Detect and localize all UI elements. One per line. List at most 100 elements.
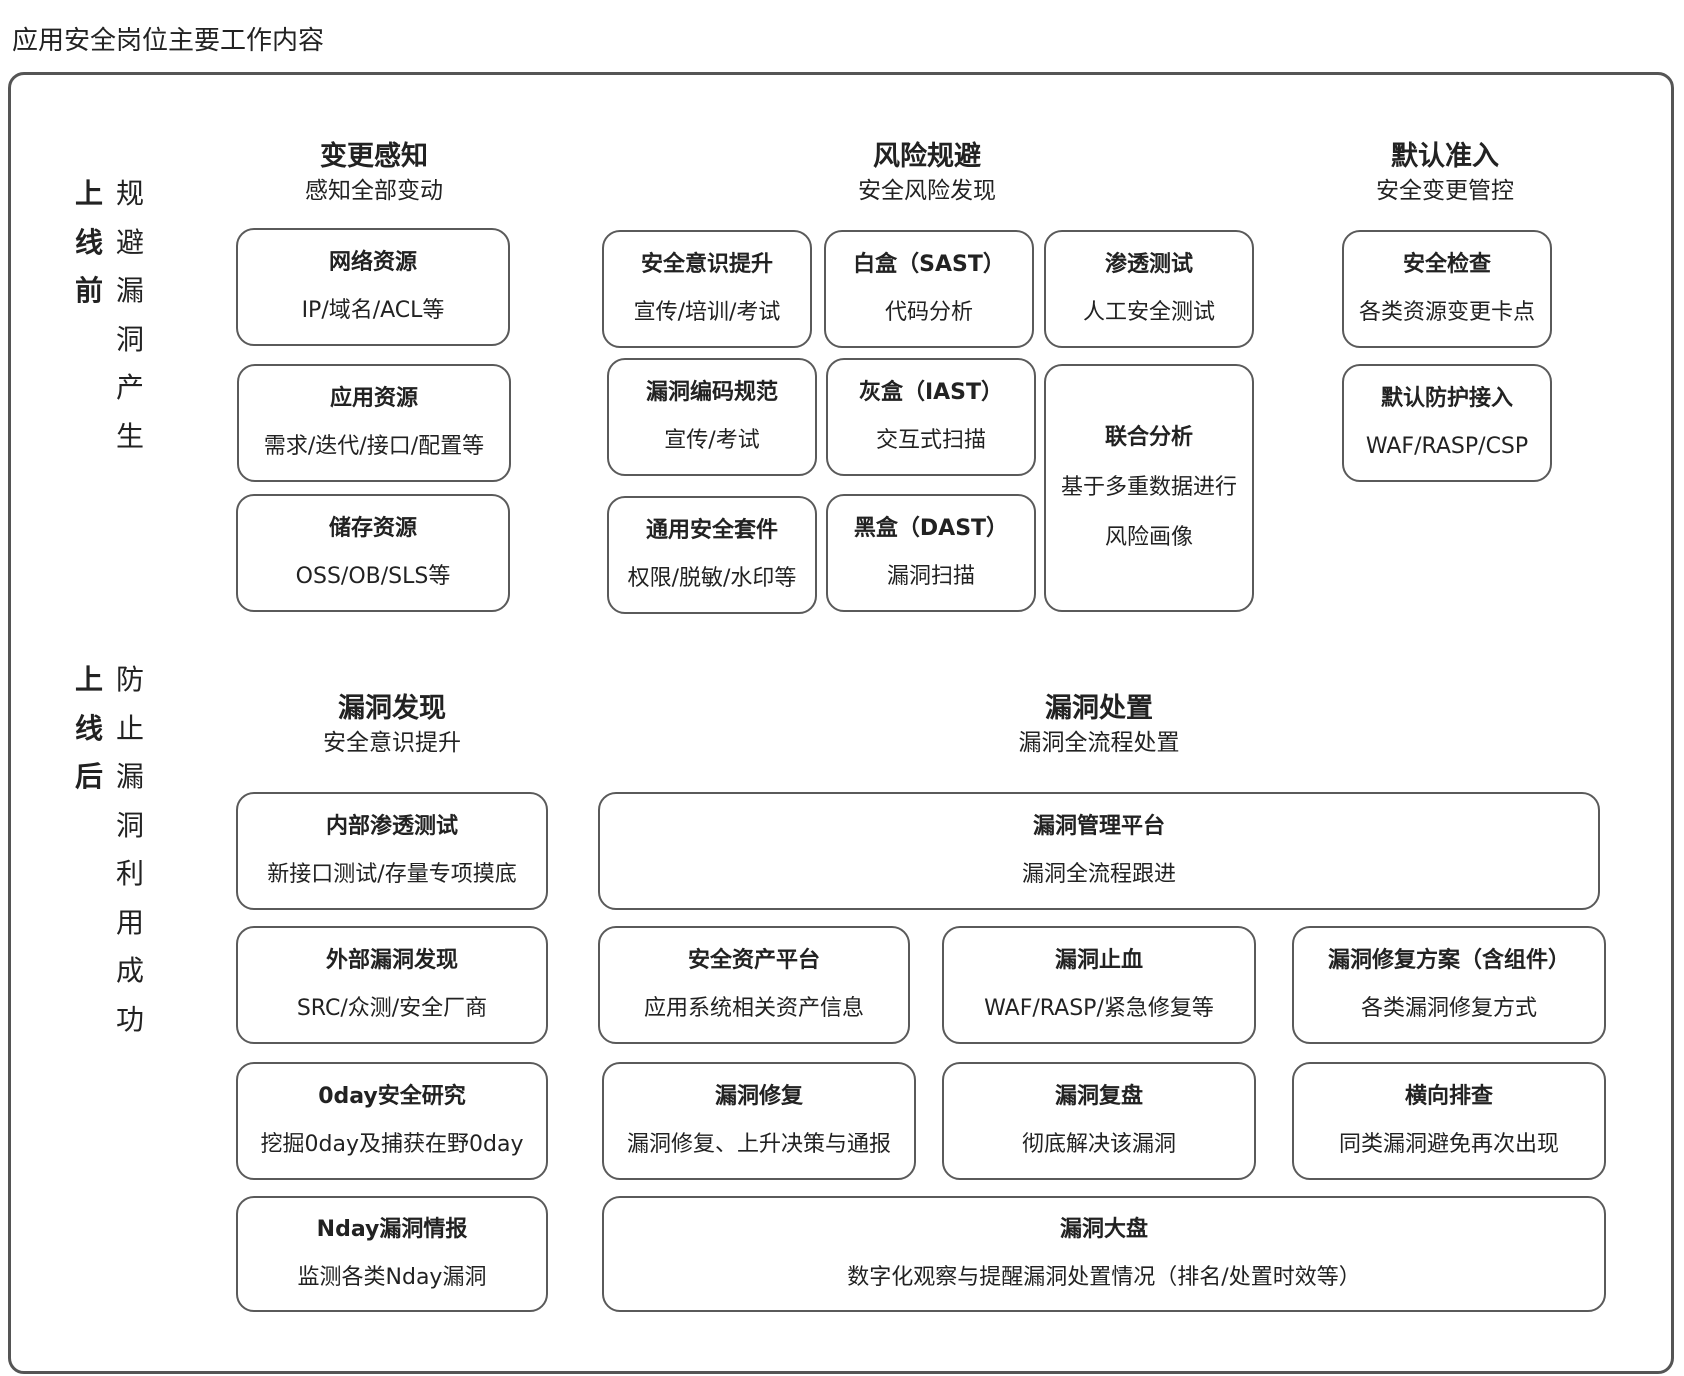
card-title: 漏洞修复方案（含组件）: [1327, 948, 1570, 973]
item-card: 外部漏洞发现 SRC/众测/安全厂商: [236, 926, 548, 1044]
label-char: 成: [116, 954, 145, 987]
card-desc: 宣传/考试: [664, 428, 760, 453]
item-card: 储存资源 OSS/OB/SLS等: [236, 494, 510, 612]
card-title: 储存资源: [328, 516, 417, 541]
section-subtitle: 安全风险发现: [858, 178, 996, 204]
card-title: 漏洞大盘: [1059, 1217, 1148, 1242]
card-desc: OSS/OB/SLS等: [295, 564, 451, 589]
card-title: 通用安全套件: [645, 518, 778, 543]
label-char: 线: [75, 225, 104, 259]
card-desc: 各类漏洞修复方式: [1360, 996, 1537, 1021]
page-title: 应用安全岗位主要工作内容: [12, 26, 325, 56]
label-char: 止: [116, 711, 145, 745]
card-title: 外部漏洞发现: [325, 948, 458, 973]
section-subtitle: 漏洞全流程处置: [1018, 730, 1180, 756]
label-char: 上: [75, 177, 104, 210]
post-launch-label: 上 线 后: [75, 656, 103, 802]
label-char: 线: [75, 711, 104, 745]
card-desc: 彻底解决该漏洞: [1021, 1132, 1176, 1157]
item-card: 漏洞复盘 彻底解决该漏洞: [942, 1062, 1256, 1180]
section-heading: 默认准入 安全变更管控: [1340, 140, 1550, 208]
section-title: 默认准入: [1391, 141, 1499, 172]
card-title: 默认防护接入: [1380, 386, 1513, 411]
card-desc: WAF/RASP/CSP: [1365, 434, 1529, 459]
section-subtitle: 安全意识提升: [323, 730, 461, 756]
card-desc: SRC/众测/安全厂商: [296, 996, 488, 1021]
item-card: 0day安全研究 挖掘0day及捕获在野0day: [236, 1062, 548, 1180]
section-title: 漏洞处置: [1045, 693, 1153, 724]
label-char: 用: [116, 905, 145, 939]
card-desc: 漏洞全流程跟进: [1021, 862, 1176, 887]
item-card: 漏洞管理平台 漏洞全流程跟进: [598, 792, 1600, 910]
card-title: Nday漏洞情报: [316, 1217, 468, 1242]
item-card: 应用资源 需求/迭代/接口/配置等: [237, 364, 511, 482]
section-heading: 漏洞发现 安全意识提升: [236, 692, 548, 760]
section-heading: 风险规避 安全风险发现: [600, 140, 1254, 208]
section-heading: 漏洞处置 漏洞全流程处置: [598, 692, 1600, 760]
card-desc: 挖掘0day及捕获在野0day: [260, 1132, 524, 1157]
section-subtitle: 安全变更管控: [1376, 178, 1514, 204]
card-title: 内部渗透测试: [325, 814, 458, 839]
item-card: 灰盒（IAST） 交互式扫描: [826, 358, 1036, 476]
card-title: 安全意识提升: [640, 252, 773, 277]
label-char: 功: [116, 1002, 145, 1036]
label-char: 前: [75, 274, 104, 307]
card-title: 漏洞止血: [1054, 948, 1143, 973]
card-desc: 新接口测试/存量专项摸底: [267, 862, 517, 887]
item-card: 黑盒（DAST） 漏洞扫描: [826, 494, 1036, 612]
label-char: 上: [75, 663, 104, 696]
item-card: 安全意识提升 宣传/培训/考试: [602, 230, 812, 348]
section-title: 变更感知: [320, 141, 428, 172]
card-desc: 应用系统相关资产信息: [643, 996, 864, 1021]
card-title: 联合分析: [1104, 425, 1193, 450]
card-desc: WAF/RASP/紧急修复等: [984, 996, 1214, 1021]
card-desc: 漏洞修复、上升决策与通报: [626, 1132, 891, 1157]
item-card: 漏洞止血 WAF/RASP/紧急修复等: [942, 926, 1256, 1044]
card-desc: 基于多重数据进行: [1060, 475, 1237, 500]
card-desc: 数字化观察与提醒漏洞处置情况（排名/处置时效等）: [847, 1265, 1361, 1290]
item-card: 渗透测试 人工安全测试: [1044, 230, 1254, 348]
card-title: 漏洞管理平台: [1032, 814, 1165, 839]
label-char: 后: [75, 760, 104, 793]
card-title: 灰盒（IAST）: [858, 380, 1004, 405]
item-card: 网络资源 IP/域名/ACL等: [236, 228, 510, 346]
pre-launch-goal: 规 避 漏 洞 产 生: [116, 170, 144, 461]
item-card: 联合分析 基于多重数据进行 风险画像: [1044, 364, 1254, 612]
label-char: 利: [116, 857, 145, 890]
item-card: 横向排查 同类漏洞避免再次出现: [1292, 1062, 1606, 1180]
item-card: 安全检查 各类资源变更卡点: [1342, 230, 1552, 348]
card-desc: 漏洞扫描: [886, 564, 975, 589]
card-desc: 同类漏洞避免再次出现: [1338, 1132, 1559, 1157]
card-title: 白盒（SAST）: [853, 252, 1005, 277]
label-char: 避: [116, 225, 145, 259]
item-card: 漏洞修复方案（含组件） 各类漏洞修复方式: [1292, 926, 1606, 1044]
card-desc: 权限/脱敏/水印等: [627, 566, 797, 591]
card-title: 渗透测试: [1104, 252, 1193, 277]
diagram-frame: [8, 72, 1674, 1374]
section-heading: 变更感知 感知全部变动: [238, 140, 510, 208]
card-desc: 人工安全测试: [1082, 300, 1215, 325]
section-subtitle: 感知全部变动: [305, 178, 443, 204]
section-title: 风险规避: [873, 141, 981, 172]
post-launch-goal: 防 止 漏 洞 利 用 成 功: [116, 656, 144, 1044]
card-desc: 宣传/培训/考试: [633, 300, 781, 325]
item-card: 通用安全套件 权限/脱敏/水印等: [607, 496, 817, 614]
card-desc: 各类资源变更卡点: [1358, 300, 1535, 325]
card-desc: 监测各类Nday漏洞: [297, 1265, 487, 1290]
label-char: 规: [116, 177, 145, 210]
label-char: 生: [116, 419, 145, 453]
item-card: 默认防护接入 WAF/RASP/CSP: [1342, 364, 1552, 482]
card-title: 黑盒（DAST）: [853, 516, 1009, 541]
card-title: 网络资源: [328, 250, 417, 275]
item-card: Nday漏洞情报 监测各类Nday漏洞: [236, 1196, 548, 1312]
item-card: 白盒（SAST） 代码分析: [824, 230, 1034, 348]
label-char: 洞: [116, 322, 145, 356]
card-title: 横向排查: [1404, 1084, 1493, 1109]
label-char: 漏: [116, 760, 145, 793]
card-desc: 需求/迭代/接口/配置等: [263, 434, 485, 459]
card-desc: 代码分析: [884, 300, 973, 325]
item-card: 漏洞大盘 数字化观察与提醒漏洞处置情况（排名/处置时效等）: [602, 1196, 1606, 1312]
section-title: 漏洞发现: [338, 693, 446, 724]
card-desc: 交互式扫描: [875, 428, 986, 453]
label-char: 漏: [116, 274, 145, 307]
